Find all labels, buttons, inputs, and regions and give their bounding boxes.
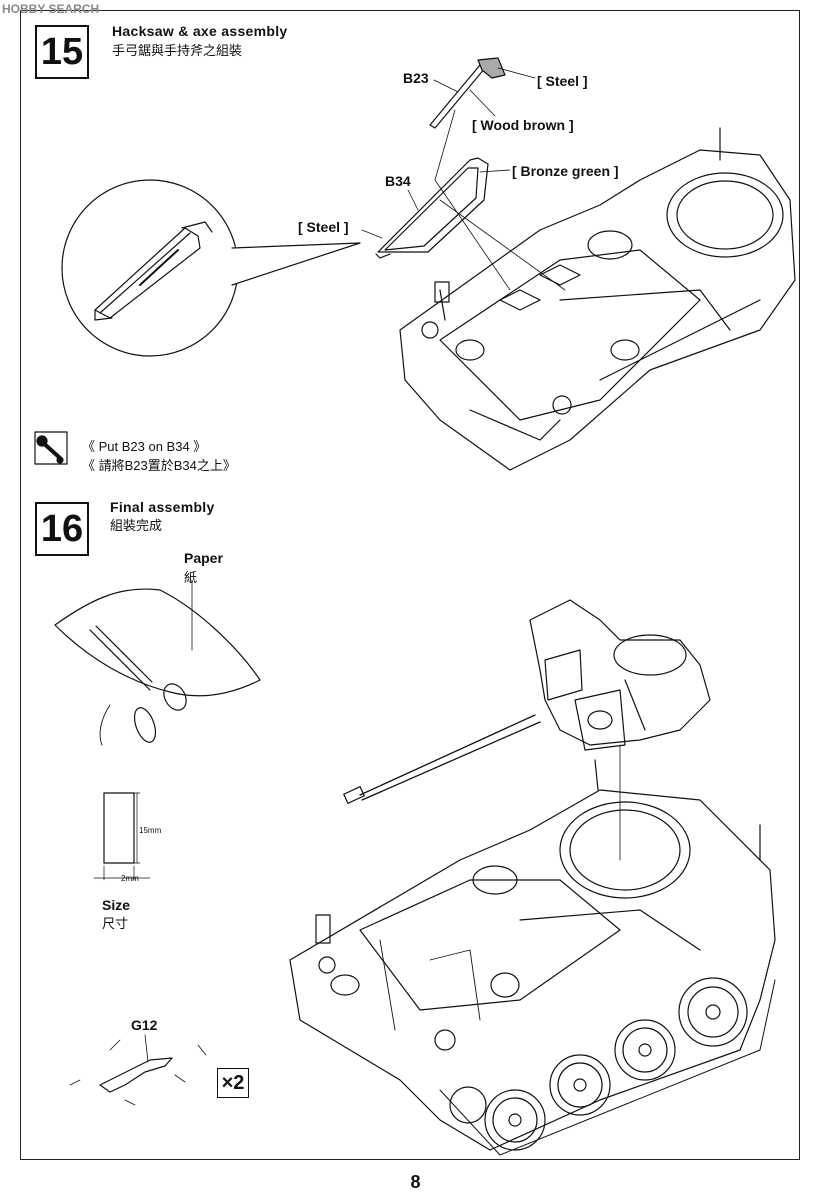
- size-strip-drawing: [93, 792, 151, 881]
- color-wood-brown: [ Wood brown ]: [472, 117, 574, 133]
- road-wheels: [449, 977, 748, 1151]
- step-16-subtitle: 組裝完成: [110, 518, 163, 533]
- paper-label-zh: 紙: [184, 570, 198, 585]
- step-15-subtitle: 手弓鋸與手持斧之組裝: [112, 43, 243, 58]
- part-b23-label: B23: [403, 70, 429, 86]
- turret-drawing: [343, 599, 711, 861]
- g12-part: [69, 1034, 207, 1106]
- page-frame: [20, 10, 800, 1160]
- page-number: 8: [410, 1172, 421, 1192]
- multiplier-box: ×2: [217, 1068, 249, 1098]
- part-b34-label: B34: [385, 173, 411, 189]
- part-g12-label: G12: [131, 1017, 158, 1033]
- color-steel-saw: [ Steel ]: [298, 219, 349, 235]
- step-16-number: 16: [35, 502, 89, 556]
- watermark: HOBBY SEARCH: [2, 2, 100, 16]
- dim-width: 2mm: [121, 874, 139, 883]
- note-english: 《 Put B23 on B34 》: [82, 439, 207, 454]
- hacksaw-part: [375, 157, 489, 259]
- dim-height: 15mm: [139, 826, 162, 835]
- paper-label: Paper: [184, 550, 223, 566]
- vehicle-hull-step16: [289, 759, 776, 1156]
- magnifier-callout: [61, 179, 361, 357]
- vehicle-hull-step15: [399, 127, 796, 471]
- scissors-icon: [89, 625, 187, 746]
- size-label: Size: [102, 897, 131, 913]
- axe-part: [429, 57, 506, 129]
- step-15-title: Hacksaw & axe assembly: [112, 23, 288, 39]
- paper-sheet-drawing: [54, 579, 261, 697]
- step-16-title: Final assembly: [110, 499, 215, 515]
- size-label-zh: 尺寸: [102, 916, 129, 931]
- note-chinese: 《 請將B23置於B34之上》: [82, 458, 236, 473]
- color-steel-axe: [ Steel ]: [537, 73, 588, 89]
- color-bronze-green: [ Bronze green ]: [512, 163, 619, 179]
- glue-icon: [34, 431, 68, 465]
- leader-lines-15: [361, 67, 566, 291]
- step-15-number: 15: [35, 25, 89, 79]
